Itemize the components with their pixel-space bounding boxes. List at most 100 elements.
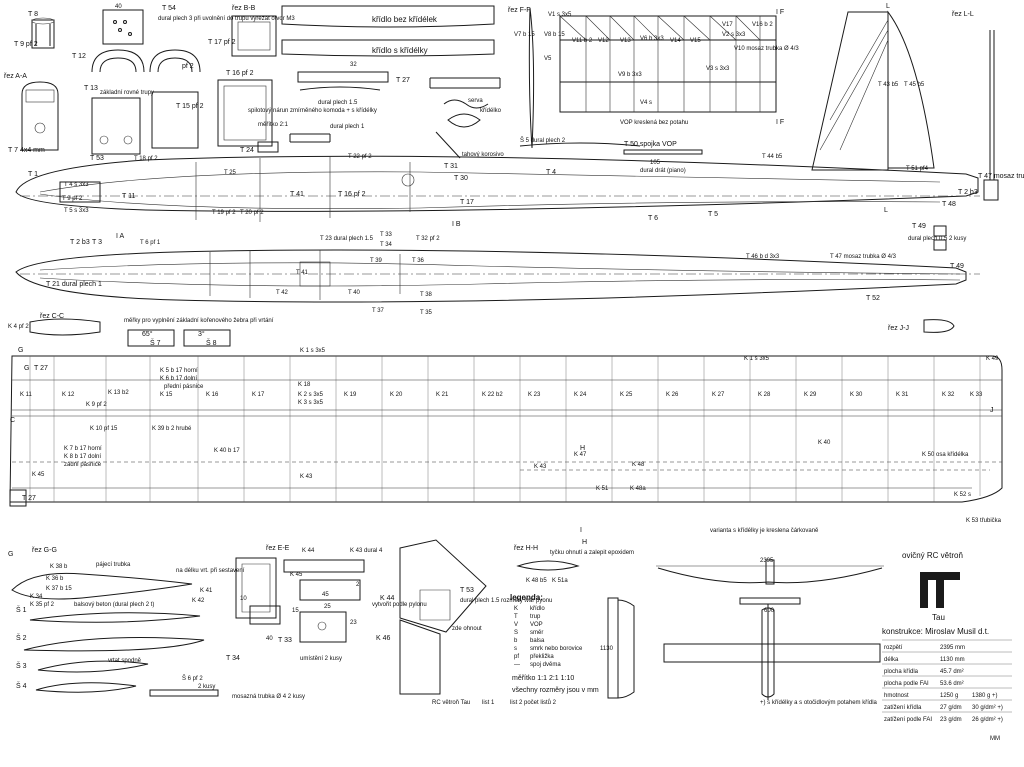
note-t54: dural plech 3 při uvolnění do trupu vyře… <box>158 16 295 22</box>
label-t34-ee: T 34 <box>226 655 240 662</box>
logo-tau <box>920 572 960 608</box>
note-vop: VOP kreslená bez potahu <box>620 120 688 126</box>
legend-text-t: trup <box>530 614 541 620</box>
label-t46: T 46 b d 3x3 <box>746 254 780 260</box>
label-t19: T 19 pf 2 <box>212 210 236 216</box>
note-serva: serva <box>468 98 483 104</box>
label-k-rear: zadní pásnice <box>64 462 102 468</box>
label-k-front: přední pásnice <box>164 384 204 390</box>
legend-text-spoj: spoj dvěma <box>530 662 561 668</box>
note-kridlo: křídélko <box>480 108 502 114</box>
label-k5: K 5 b 17 horní <box>160 368 198 374</box>
label-k31: K 31 <box>896 392 909 398</box>
label-k43a: K 43 dural 4 <box>350 548 383 554</box>
spec-table: rozpětí 2395 mm délka 1130 mm plocha kří… <box>882 639 1012 723</box>
label-t39: T 39 <box>370 258 383 264</box>
label-k20: K 20 <box>390 392 403 398</box>
servo-linkage: serva křídélko tahový korosivo <box>429 77 504 159</box>
label-k10: K 10 pf 15 <box>90 426 118 432</box>
label-t53: T 53 <box>90 155 104 162</box>
spec-value2-mass: 1380 g +) <box>972 693 998 699</box>
label-k37: K 37 b 15 <box>46 586 72 592</box>
section-ee: řez E-E K 44 K 43 dural 4 K 45 T 34 T 33… <box>226 545 395 700</box>
dim-ee-10: 10 <box>240 596 247 602</box>
label-s3: Š 3 <box>16 661 27 670</box>
note-t10: základní rovné trupy <box>100 90 154 96</box>
note-t26: dural plech 1.5 <box>318 100 358 106</box>
label-section-cc: řez C-C <box>40 313 64 320</box>
label-k47: K 47 <box>574 452 587 458</box>
legend-code-b: b <box>514 638 518 644</box>
label-g-lower: G <box>8 551 13 558</box>
label-ia: I A <box>116 233 125 240</box>
section-bb: řez B-B T 17 pf 2 T 16 pf 2 <box>208 5 277 147</box>
label-l-top: L <box>886 3 890 10</box>
label-t12: T 12 <box>72 53 86 60</box>
label-i: I <box>580 527 582 534</box>
label-k24: K 24 <box>574 392 587 398</box>
part-t28-t29: křídlo bez křídélek křídlo s křídélky <box>281 5 495 57</box>
label-t2: T 2 b3 <box>70 239 90 246</box>
label-k18: K 18 <box>298 382 311 388</box>
note-meritko: měřítko 2:1 <box>258 122 289 128</box>
label-t27: T 27 <box>396 77 410 84</box>
spec-value-mass: 1250 g <box>940 693 958 699</box>
label-k4: K 4 pf 2 <box>8 324 29 330</box>
label-k38: K 38 b <box>50 564 68 570</box>
label-t36: T 36 <box>412 258 425 264</box>
label-k43: K 43 <box>300 474 313 480</box>
label-t16-side: T 16 pf 2 <box>338 191 366 198</box>
label-t27-wing2: T 27 <box>22 495 36 502</box>
label-t41: T 41 <box>290 191 304 198</box>
dim-1130: 1130 <box>600 646 614 652</box>
label-k39: K 39 b 2 hrubé <box>152 426 192 432</box>
label-t25: T 25 <box>224 170 237 176</box>
label-t47: T 47 mosaz trubka Ø 4/3 <box>830 254 897 260</box>
label-section-hh: řez H-H <box>514 545 538 552</box>
label-t9-side: T 9 pf 2 <box>62 196 83 202</box>
legend-code-v: V <box>514 622 518 628</box>
label-section-bb: řez B-B <box>232 5 256 12</box>
dim-105: 105 <box>650 160 661 166</box>
legend-code-t: T <box>514 614 518 620</box>
dim-40: 40 <box>115 4 122 10</box>
part-t13-t15: T 13 základní rovné trupy T 15 pf 2 <box>84 85 204 155</box>
label-k11: K 11 <box>20 392 33 398</box>
label-k48-hh: K 48 b5 <box>526 578 547 584</box>
label-k12: K 12 <box>62 392 75 398</box>
label-t1: T 1 <box>28 171 38 178</box>
label-k48: K 48 <box>632 462 645 468</box>
label-t40: T 40 <box>348 290 361 296</box>
section-gg: řez G-G G K 38 b K 36 b K 37 b 15 K 34 K… <box>8 547 245 608</box>
dim-600: 600 <box>764 608 775 614</box>
section-ff: řez F-F V7 b 15 V8 b 15 V5 V1 s 3x5 <box>508 7 572 149</box>
note-gg1: pájecí trubka <box>96 562 131 568</box>
label-t43: T 43 b5 <box>878 82 899 88</box>
label-t44: T 44 b5 <box>762 154 783 160</box>
legend-dims: všechny rozměry jsou v mm <box>512 687 599 694</box>
label-v11: V11 b 2 <box>572 38 593 44</box>
part-t8-t9: T 8 T 9 pf 2 <box>14 11 55 49</box>
label-section-ff: řez F-F <box>508 7 531 14</box>
label-t6: T 6 pf 1 <box>140 240 161 246</box>
label-t9: T 9 pf 2 <box>14 41 38 48</box>
wing-planform: G G T 27 K 11 K 12 K 13 b2 K 9 pf 2 K 10… <box>9 347 1003 546</box>
label-section-jj: řez J-J <box>888 325 909 332</box>
label-section-ll: řez L-L <box>952 11 974 18</box>
label-v8: V8 b 15 <box>544 32 565 38</box>
note-gg3: balsový beton (dural plech 2 t) <box>74 602 154 608</box>
spec-label-area: plocha křídla <box>884 669 919 675</box>
label-s1: Š 1 <box>16 605 27 614</box>
label-t52: T 52 <box>866 295 880 302</box>
legend-scale: měřítko 1:1 2:1 1:10 <box>512 675 574 682</box>
three-view: 2395 600 1130 +) s křídélky a s otočidlo… <box>600 558 884 706</box>
legend-code-s2: s <box>514 646 517 652</box>
templates-s1-s6: Š 1 Š 2 Š 3 vrtat spodně Š 4 Š 6 pf 2 2 … <box>16 605 219 697</box>
note-dural-drat: dural drát (piano) <box>640 168 686 174</box>
label-k13: K 13 b2 <box>108 390 129 396</box>
label-k16: K 16 <box>206 392 219 398</box>
note-pylon2: zde ohnout <box>452 626 482 632</box>
section-aa: řez A-A T 7 4x4 mm T 53 <box>4 73 104 162</box>
label-k50: K 50 osa křídélka <box>922 452 969 458</box>
legend-text-v: VOP <box>530 622 543 628</box>
